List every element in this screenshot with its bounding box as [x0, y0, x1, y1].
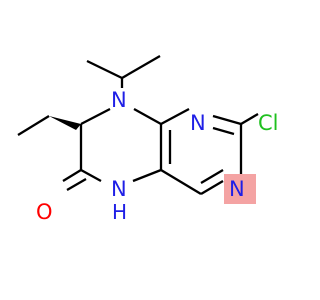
bond-c4-to-n3-b — [200, 169, 224, 184]
bond-c4a-to-c4 — [160, 169, 202, 195]
atom-cl: Cl — [258, 111, 279, 135]
bond-c6-to-nh — [80, 168, 102, 183]
highlight-atom-box — [224, 174, 256, 204]
atom-n1: N — [190, 111, 206, 135]
bond-n1-to-c2-b — [212, 126, 235, 136]
bond-c6-to-o-a — [62, 169, 82, 182]
bond-n1-to-c2-a — [212, 114, 242, 126]
bond-n8-to-c8a — [133, 107, 162, 126]
bond-c8a-to-n1 — [160, 107, 190, 126]
bond-c2-to-cl — [240, 113, 259, 125]
bond-n8-to-c7 — [80, 107, 111, 126]
atom-nh-n: N — [111, 177, 127, 201]
bond-c4-to-n3-a — [200, 180, 224, 195]
atom-n3: N — [229, 177, 245, 201]
wedge-bond-c7-ethyl — [49, 116, 81, 130]
bond-c6-to-o-b — [66, 178, 87, 191]
atom-o: O — [36, 200, 53, 224]
atom-n8: N — [111, 88, 127, 112]
atom-nh-h: H — [112, 200, 127, 224]
bond-iso-ch3-left — [86, 59, 123, 80]
molecule-structure: N N N Cl O N H — [17, 55, 279, 224]
bond-ethyl-to-c7 — [17, 115, 50, 136]
bond-iso-ch3-right — [121, 55, 161, 79]
bond-nh-to-c4a — [132, 168, 162, 183]
bond-lines — [17, 55, 259, 195]
